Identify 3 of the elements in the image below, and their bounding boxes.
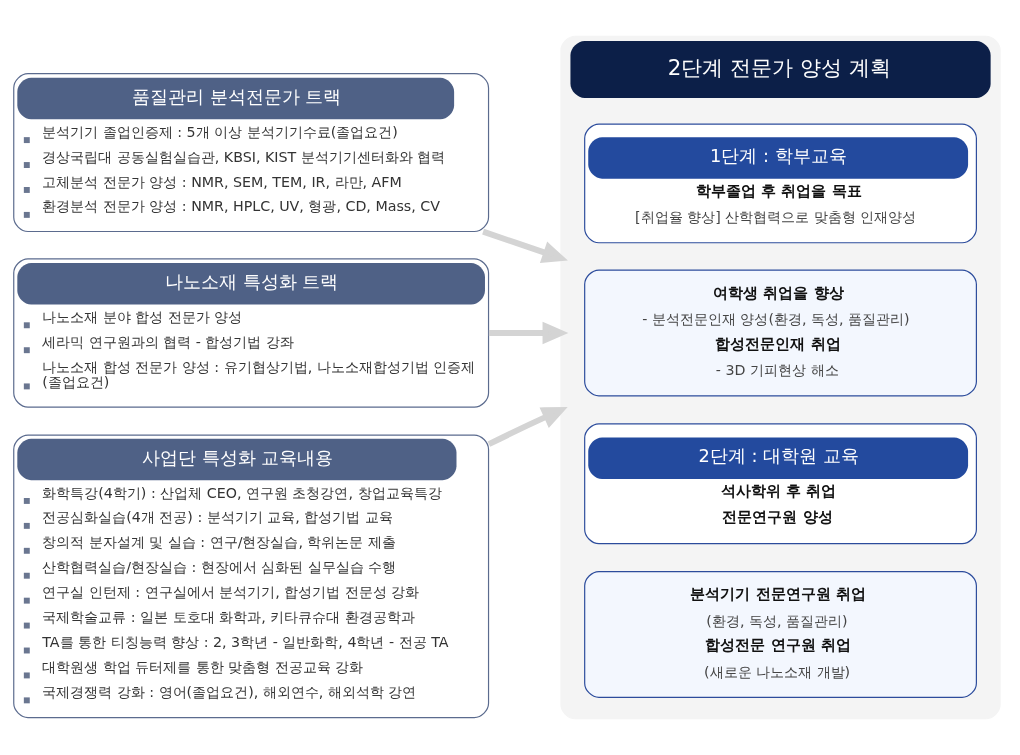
arrow [487, 407, 568, 447]
arrow [488, 321, 568, 345]
arrow [481, 228, 568, 263]
